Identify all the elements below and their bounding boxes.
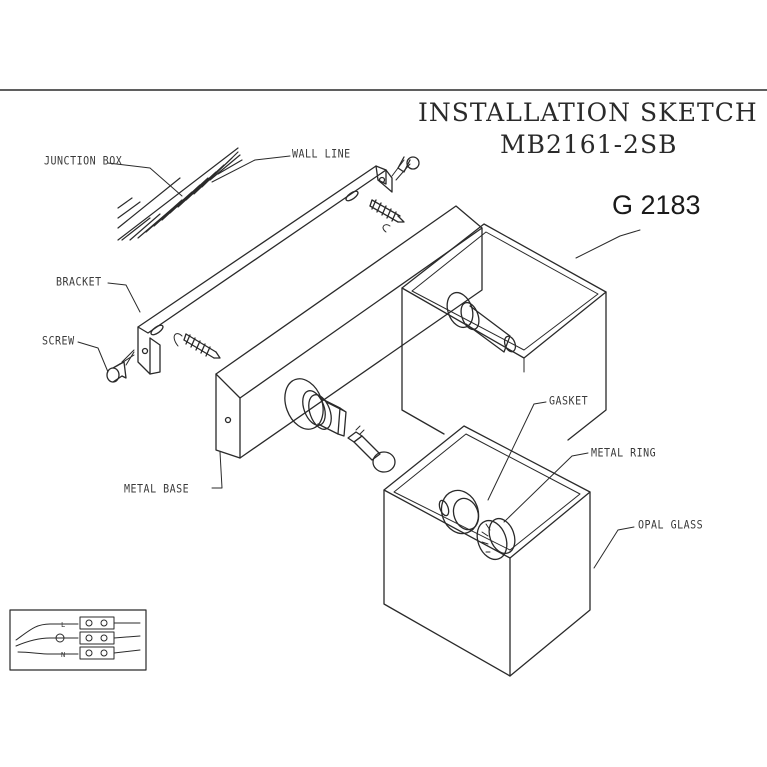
lamp-holder-base [284,378,347,437]
opal-glass-upper [401,223,607,441]
label-metal-base: METAL BASE [124,483,190,496]
model-number: MB2161-2SB [500,130,678,159]
base-end-hole [224,416,232,424]
label-metal-ring: METAL RING [591,447,657,460]
bracket-slot-right [345,190,359,202]
gasket [438,489,480,535]
screw-left-wall [106,349,135,383]
screw-top-right [391,156,420,181]
bracket-hole-left [141,347,149,355]
label-screw: SCREW [42,335,75,348]
metal-ring [476,517,516,561]
label-junction-box: JUNCTION BOX [44,155,123,168]
wire-label-neutral: N [61,651,66,659]
label-bracket: BRACKET [56,276,102,289]
bracket [137,165,393,375]
sheet-title: INSTALLATION SKETCH [418,98,758,127]
wall-hatching [117,147,243,241]
lamp-bulb [347,425,396,473]
bracket-hole-right [378,176,386,184]
wire-label-live: L [61,621,66,629]
metal-base [215,205,483,459]
leader-lines [77,155,641,569]
wiring-diagram [9,609,147,671]
reference-code: G 2183 [612,190,701,220]
wood-screw-lower [173,333,221,359]
label-wall-line: WALL LINE [292,148,351,161]
bracket-slot-left [150,324,164,336]
label-opal-glass: OPAL GLASS [638,519,704,532]
label-gasket: GASKET [549,395,589,408]
opal-glass-lower [383,425,591,677]
wood-screw-upper [369,199,405,233]
